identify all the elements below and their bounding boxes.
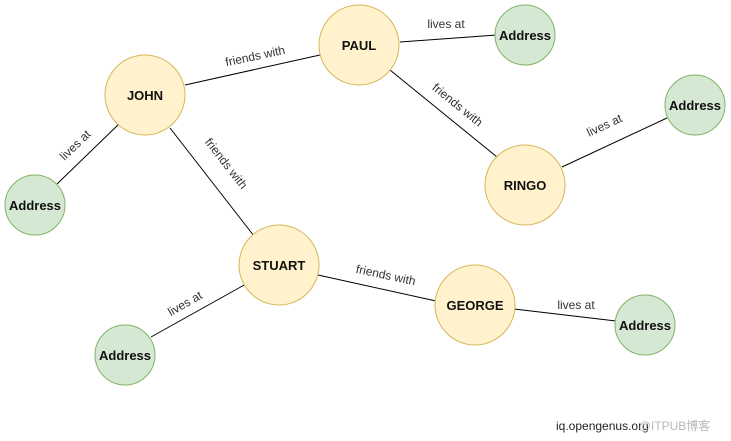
edge-label-stuart-george: friends with [355, 262, 417, 288]
node-address-paul-circle[interactable] [494, 4, 556, 66]
node-george-circle[interactable] [434, 264, 516, 346]
node-address-ringo-circle[interactable] [664, 74, 726, 136]
edge-stuart-address [150, 283, 247, 338]
node-address-john-circle[interactable] [4, 174, 66, 236]
node-ringo-circle[interactable] [484, 144, 566, 226]
node-stuart-label: STUART [253, 258, 306, 273]
edge-george-address [513, 308, 617, 322]
address-nodes [4, 4, 726, 386]
edge-label-george-address: lives at [557, 298, 595, 312]
edge-stuart-george [317, 274, 437, 302]
node-labels: JOHN PAUL RINGO STUART GEORGE Address Ad… [9, 28, 721, 363]
node-stuart-circle[interactable] [238, 224, 320, 306]
edge-label-john-address: lives at [57, 127, 94, 163]
node-address-paul-label: Address [499, 28, 551, 43]
node-john-label: JOHN [127, 88, 163, 103]
footer-credit: iq.opengenus.org@ITPUB博客 [556, 417, 710, 434]
node-address-george-circle[interactable] [614, 294, 676, 356]
edge-paul-address [399, 34, 498, 43]
node-address-stuart-label: Address [99, 348, 151, 363]
source-credit: iq.opengenus.org [556, 419, 649, 433]
edge-label-paul-ringo: friends with [430, 80, 486, 129]
edge-label-john-stuart: friends with [202, 135, 250, 191]
edge-label-paul-address: lives at [427, 17, 465, 31]
edge-label-john-paul: friends with [224, 43, 286, 69]
node-ringo-label: RINGO [504, 178, 547, 193]
edge-john-stuart [169, 127, 255, 237]
edge-john-address [56, 122, 121, 185]
node-paul-label: PAUL [342, 38, 376, 53]
edges [56, 34, 668, 338]
node-george-label: GEORGE [446, 298, 503, 313]
person-nodes [104, 4, 566, 346]
node-address-stuart-circle[interactable] [94, 324, 156, 386]
edge-paul-ringo [389, 69, 498, 158]
node-address-john-label: Address [9, 198, 61, 213]
watermark: @ITPUB博客 [638, 419, 711, 433]
edge-john-paul [184, 54, 321, 86]
node-address-ringo-label: Address [669, 98, 721, 113]
edge-ringo-address [561, 117, 668, 168]
edge-label-stuart-address: lives at [165, 288, 205, 319]
node-address-george-label: Address [619, 318, 671, 333]
node-paul-circle[interactable] [318, 4, 400, 86]
node-john-circle[interactable] [104, 54, 186, 136]
edge-label-ringo-address: lives at [584, 111, 624, 140]
